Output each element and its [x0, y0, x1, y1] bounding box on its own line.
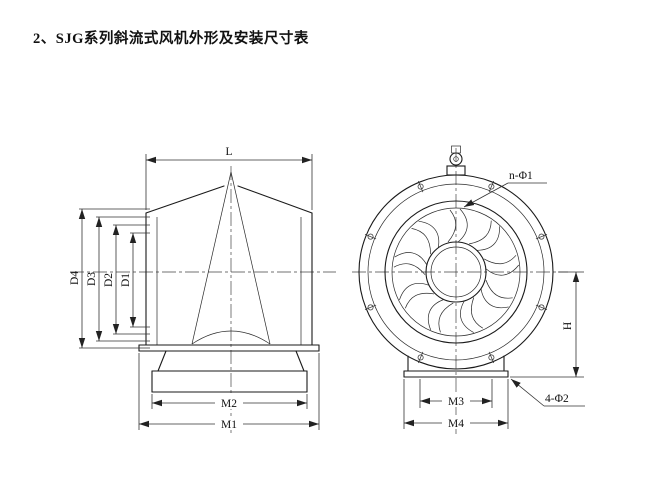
dim-diameter-d3: D3	[86, 216, 150, 342]
dim-m3: M3	[419, 379, 493, 408]
side-view: L D4 D3 D2 D1	[69, 146, 336, 434]
callout-bolt-holes: n-Φ1	[463, 170, 547, 208]
page-title: 2、SJG系列斜流式风机外形及安装尺寸表	[33, 31, 309, 47]
dim-m1: M1	[138, 353, 320, 431]
dim-diameter-d2: D2	[103, 224, 150, 335]
dim-label-d4: D4	[69, 271, 81, 285]
dim-label-d2: D2	[103, 273, 115, 287]
dim-diameter-d4: D4	[69, 208, 150, 349]
dim-label-l: L	[225, 146, 232, 158]
dim-diameter-d1: D1	[120, 232, 150, 328]
inlet-cone	[191, 171, 271, 345]
dim-height-h: H	[510, 271, 584, 378]
bolt-holes-label: n-Φ1	[509, 170, 533, 182]
dim-label-m2: M2	[221, 398, 237, 410]
front-view: n-Φ1 H M3 M4 4-Φ2	[352, 145, 585, 434]
dim-m2: M2	[151, 394, 308, 410]
dim-label-m3: M3	[448, 396, 464, 408]
callout-base-holes: 4-Φ2	[510, 378, 585, 407]
fan-housing-outline	[145, 185, 313, 346]
mounting-base-front	[403, 355, 509, 378]
mounting-base-side	[138, 344, 320, 393]
dim-length-l: L	[145, 146, 313, 210]
dim-label-m4: M4	[448, 418, 464, 430]
dim-label-d1: D1	[120, 273, 132, 287]
dim-label-m1: M1	[221, 419, 237, 431]
dim-m4: M4	[403, 379, 509, 430]
lifting-eye	[446, 145, 466, 176]
base-holes-label: 4-Φ2	[545, 393, 569, 405]
dim-label-d3: D3	[86, 272, 98, 286]
dim-label-h: H	[562, 322, 574, 330]
